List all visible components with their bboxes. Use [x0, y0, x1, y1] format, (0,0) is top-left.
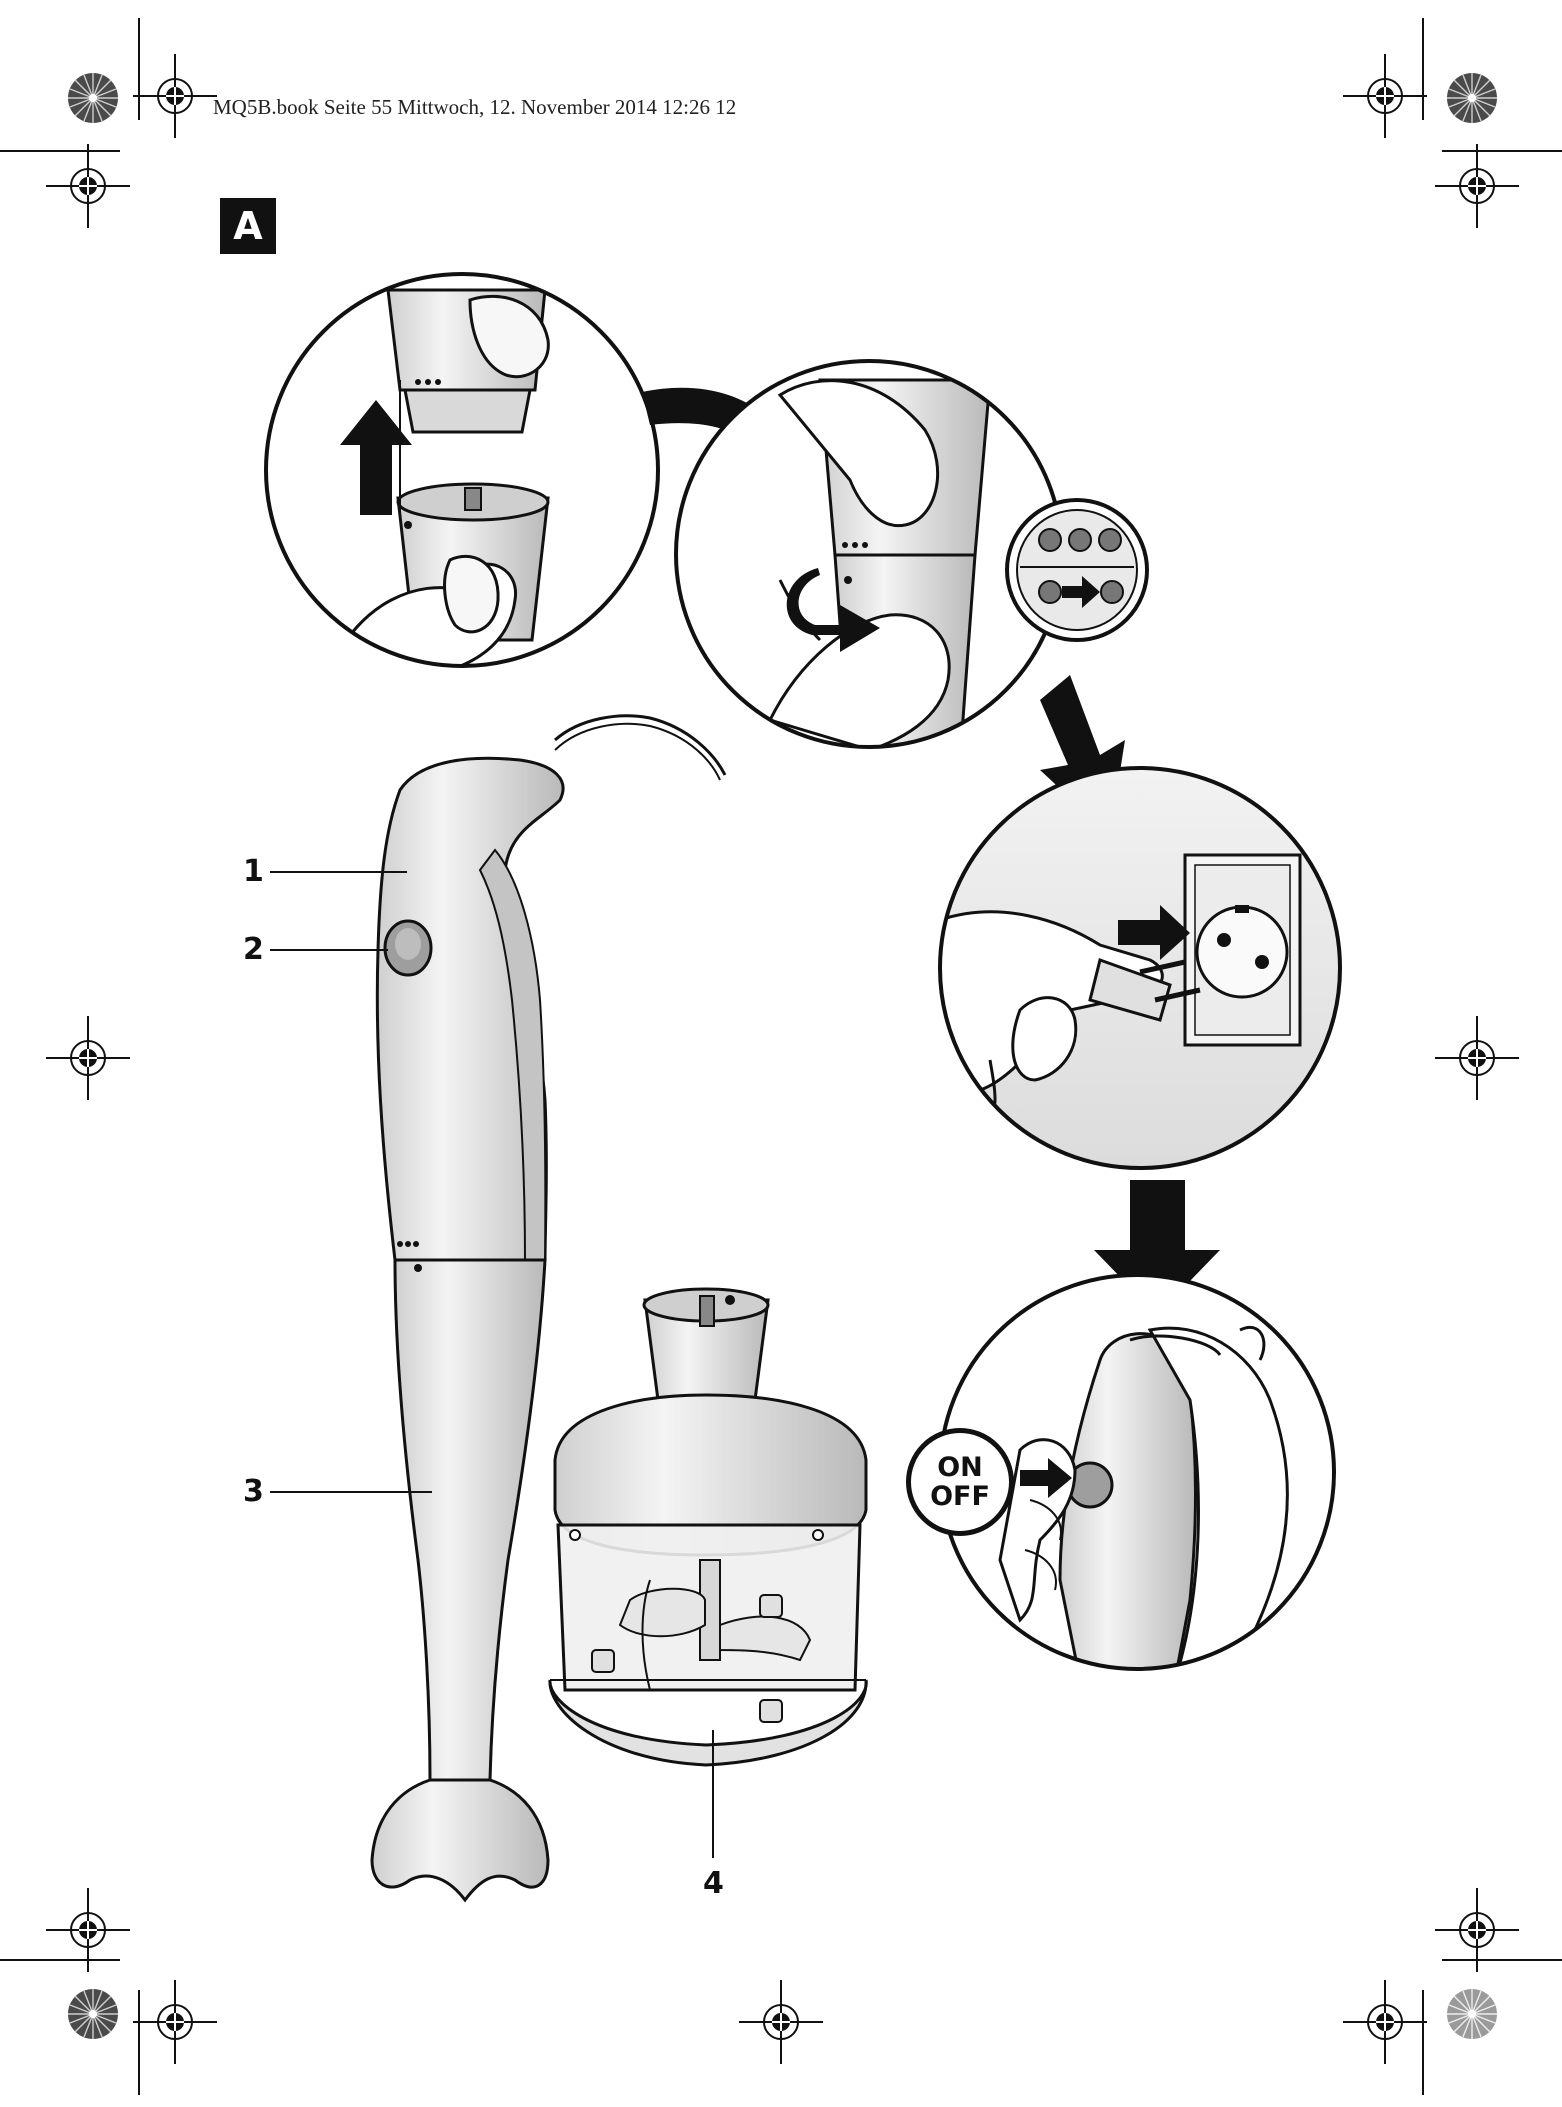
step-2-attach-circle	[674, 359, 1064, 749]
step-1-detach-circle	[264, 272, 660, 668]
registration-mark-icon	[1434, 143, 1520, 229]
color-calibration-wheel-icon	[1446, 1988, 1498, 2040]
arrow-icon	[1020, 1458, 1072, 1498]
registration-mark-icon	[738, 1979, 824, 2065]
registration-mark-icon	[45, 143, 131, 229]
color-calibration-wheel-icon	[1446, 72, 1498, 124]
arrow-icon	[1118, 905, 1190, 960]
registration-mark-icon	[1342, 53, 1428, 139]
hand-blender-illustration	[370, 714, 727, 1903]
alignment-dots-inset	[1005, 498, 1149, 642]
arrow-icon	[340, 400, 412, 515]
on-label: ON	[937, 1452, 983, 1483]
step-3-plug-in-circle	[938, 766, 1342, 1170]
color-calibration-wheel-icon	[67, 72, 119, 124]
on-off-badge: ON OFF	[906, 1428, 1014, 1536]
leader-lines	[270, 871, 714, 1858]
print-header: MQ5B.book Seite 55 Mittwoch, 12. Novembe…	[213, 95, 737, 119]
part-label-4: 4	[703, 1866, 724, 1901]
chopper-attachment-illustration	[548, 1287, 868, 1767]
arrow-icon	[1062, 576, 1100, 608]
off-label: OFF	[930, 1481, 990, 1512]
part-label-3: 3	[243, 1474, 264, 1509]
registration-mark-icon	[1434, 1015, 1520, 1101]
registration-marks	[0, 18, 1562, 2095]
part-label-1: 1	[243, 854, 264, 889]
registration-mark-icon	[1342, 1979, 1428, 2065]
arrow-icon	[786, 568, 880, 652]
registration-mark-icon	[132, 53, 218, 139]
step-4-switch-on-circle	[938, 1273, 1336, 1671]
registration-mark-icon	[45, 1015, 131, 1101]
registration-mark-icon	[132, 1979, 218, 2065]
section-badge: A	[220, 198, 276, 254]
color-calibration-wheel-icon	[67, 1988, 119, 2040]
part-label-2: 2	[243, 932, 264, 967]
